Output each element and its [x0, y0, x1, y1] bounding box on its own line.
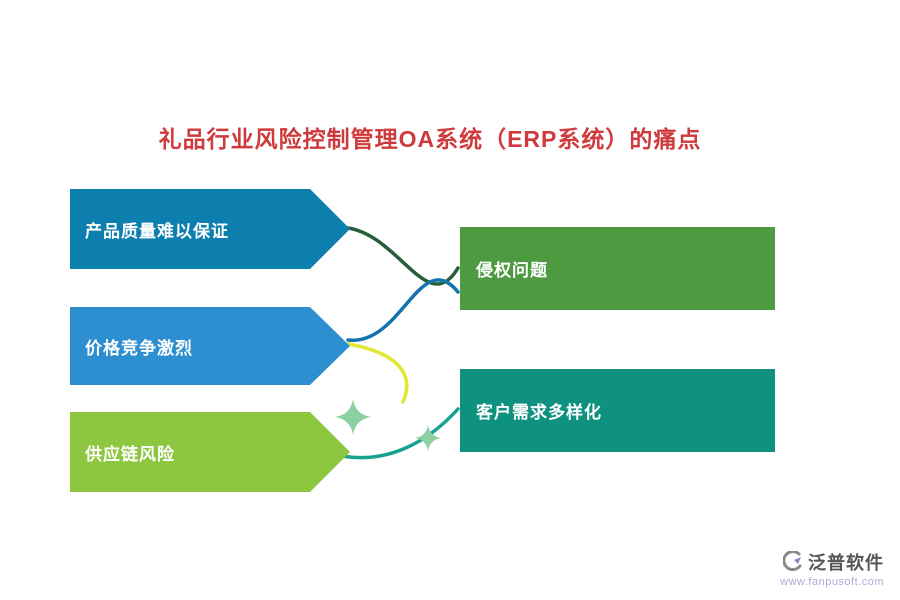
- pain-point-arrow-supply-chain: 供应链风险: [70, 412, 350, 492]
- connector-quality-to-infringement: [346, 226, 460, 286]
- connector-supply-to-demand: [340, 407, 460, 460]
- pain-point-label: 产品质量难以保证: [85, 221, 229, 241]
- pain-point-label: 价格竞争激烈: [85, 338, 193, 358]
- pain-point-label: 客户需求多样化: [476, 403, 602, 422]
- pain-point-label: 供应链风险: [85, 444, 175, 464]
- sparkle-icon: [335, 399, 371, 435]
- brand-name: 泛普软件: [808, 553, 884, 573]
- pain-point-box-customer-demand: 客户需求多样化: [460, 369, 775, 452]
- pain-point-arrow-product-quality: 产品质量难以保证: [70, 189, 350, 269]
- pain-point-arrow-price-competition: 价格竞争激烈: [70, 307, 350, 385]
- connector-price-to-demand: [346, 342, 409, 404]
- connector-price-to-infringement: [346, 278, 460, 342]
- pain-point-label: 侵权问题: [476, 261, 548, 280]
- fanpu-logo-icon: [783, 551, 802, 571]
- page-title: 礼品行业风险控制管理OA系统（ERP系统）的痛点: [158, 126, 702, 152]
- brand-url: www.fanpusoft.com: [780, 576, 884, 588]
- sparkle-icon: [415, 425, 441, 451]
- pain-point-box-infringement: 侵权问题: [460, 227, 775, 310]
- brand-watermark: 泛普软件 www.fanpusoft.com: [780, 549, 884, 588]
